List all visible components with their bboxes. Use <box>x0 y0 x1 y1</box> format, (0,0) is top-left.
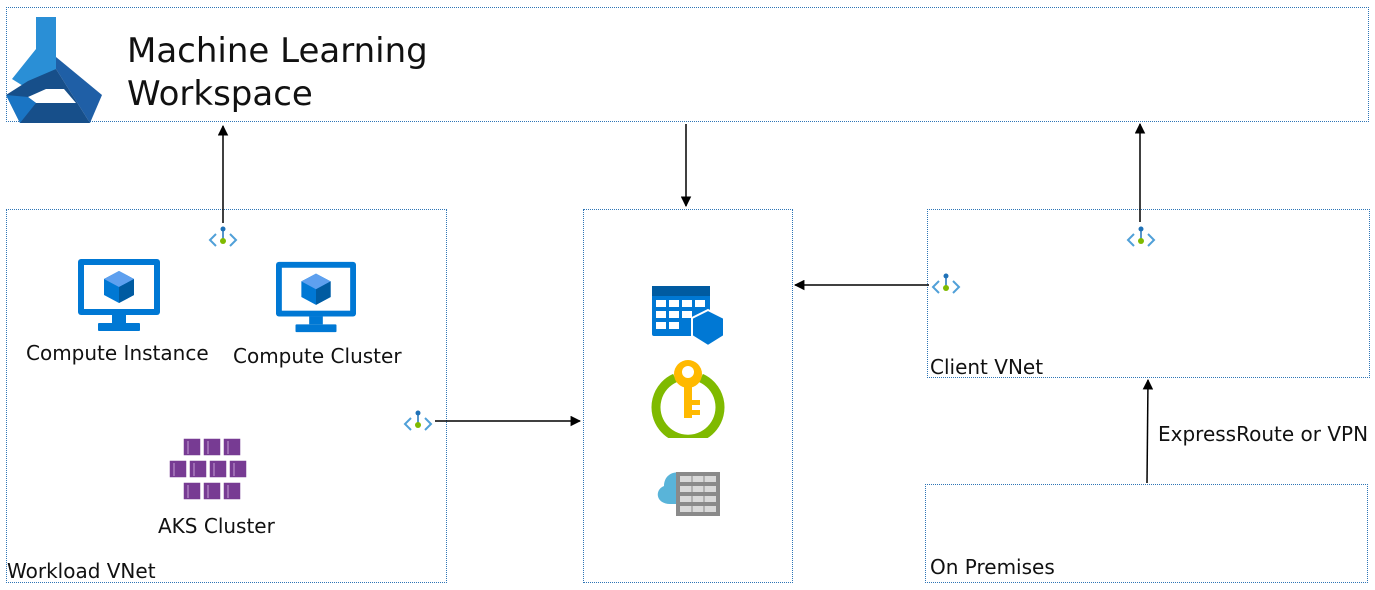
client-vnet-box <box>927 209 1370 378</box>
expressroute-vpn-label: ExpressRoute or VPN <box>1158 422 1369 446</box>
storage-account-icon <box>654 458 724 522</box>
compute-instance-icon <box>78 259 160 337</box>
compute-cluster-icon <box>276 261 356 339</box>
workspace-title-line2: Workspace <box>127 74 313 114</box>
workload-vnet-label: Workload VNet <box>7 559 156 583</box>
container-registry-icon <box>652 286 728 354</box>
services-box <box>583 209 793 583</box>
private-endpoint-icon <box>931 273 961 301</box>
private-endpoint-icon <box>403 410 433 438</box>
aks-cluster-label: AKS Cluster <box>158 514 275 538</box>
private-endpoint-icon <box>208 226 238 254</box>
compute-instance-label: Compute Instance <box>26 341 209 365</box>
on-premises-label: On Premises <box>930 555 1055 579</box>
arrow-onprem-to-client <box>1142 378 1154 484</box>
workspace-box <box>6 7 1369 122</box>
compute-cluster-label: Compute Cluster <box>233 344 402 368</box>
client-vnet-label: Client VNet <box>930 355 1044 379</box>
private-endpoint-icon <box>1126 226 1156 254</box>
key-vault-icon <box>651 356 725 444</box>
workspace-title: Machine Learning Workspace <box>127 30 428 116</box>
workload-vnet-box <box>6 209 447 583</box>
workspace-title-line1: Machine Learning <box>127 31 428 71</box>
azure-machine-learning-icon <box>6 17 102 127</box>
aks-cluster-icon <box>167 436 257 506</box>
on-premises-box <box>925 484 1368 583</box>
